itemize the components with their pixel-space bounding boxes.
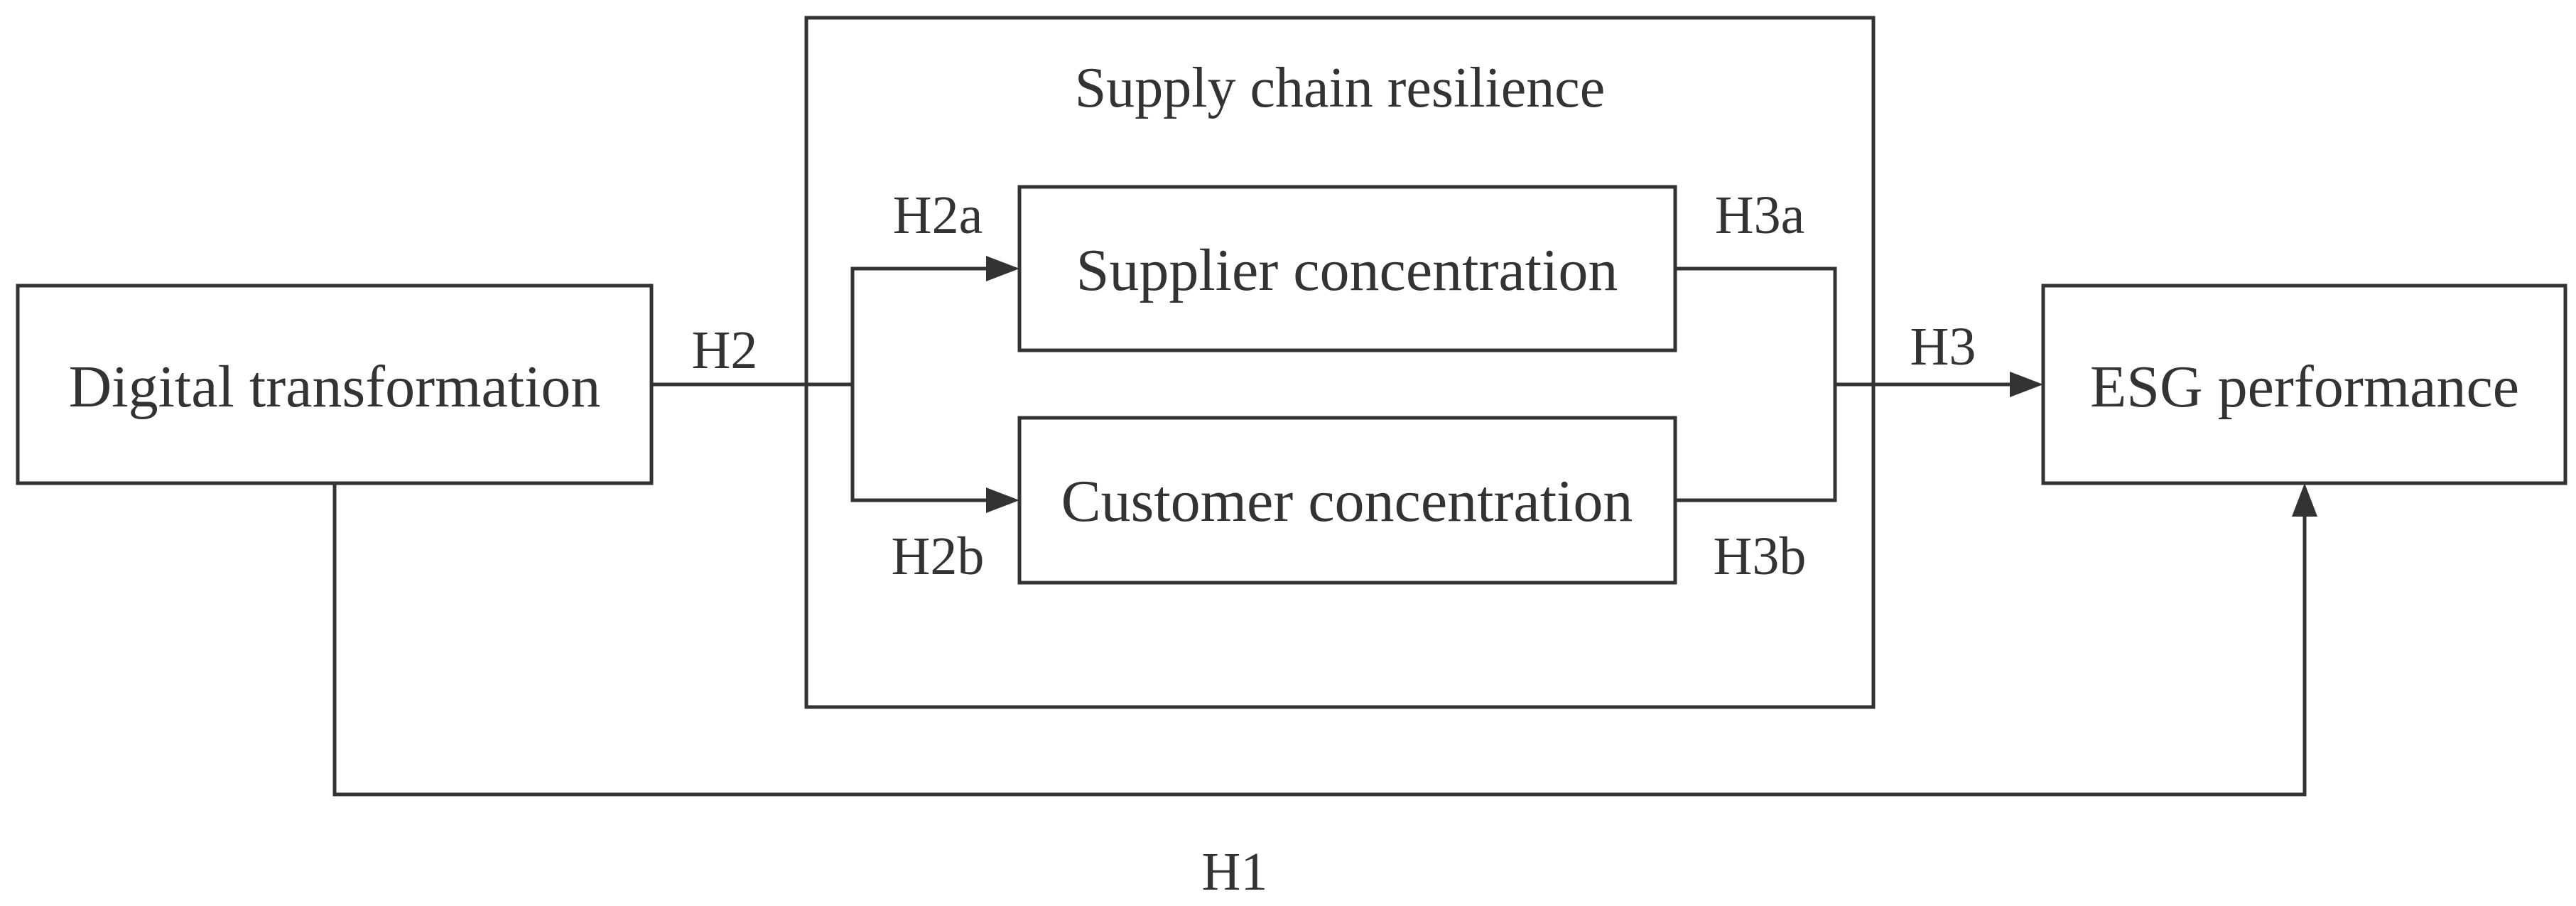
- h2-label: H2: [692, 320, 758, 380]
- h2b-label: H2b: [892, 527, 985, 586]
- supply-chain-resilience-group: [804, 16, 1876, 709]
- h2a-connector: [850, 266, 987, 384]
- h2b-connector: [850, 384, 987, 502]
- h2a-label: H2a: [893, 185, 983, 245]
- h3b-connector: [1675, 384, 1837, 502]
- customer-concentration-label: Customer concentration: [1061, 468, 1633, 534]
- h2b-arrowhead: [986, 487, 1019, 513]
- digital-transformation-node: Digital transformation: [16, 284, 654, 485]
- esg-performance-label: ESG performance: [2090, 354, 2519, 420]
- esg-performance-node: ESG performance: [2041, 284, 2567, 485]
- h3a-label: H3a: [1715, 185, 1805, 245]
- h2a-arrowhead: [986, 256, 1019, 281]
- customer-concentration-node: Customer concentration: [1017, 416, 1677, 585]
- h1-connector: [332, 483, 2307, 797]
- h3-arrowhead: [2010, 372, 2043, 397]
- digital-transformation-label: Digital transformation: [69, 354, 601, 420]
- h3-label: H3: [1910, 317, 1976, 377]
- supplier-concentration-node: Supplier concentration: [1017, 185, 1677, 352]
- h3b-label: H3b: [1714, 527, 1807, 586]
- h3a-connector: [1675, 266, 1837, 384]
- h1-arrowhead: [2292, 483, 2317, 517]
- supplier-concentration-label: Supplier concentration: [1076, 237, 1618, 303]
- supply-chain-resilience-label: Supply chain resilience: [1075, 57, 1605, 119]
- h1-label: H1: [1202, 842, 1268, 902]
